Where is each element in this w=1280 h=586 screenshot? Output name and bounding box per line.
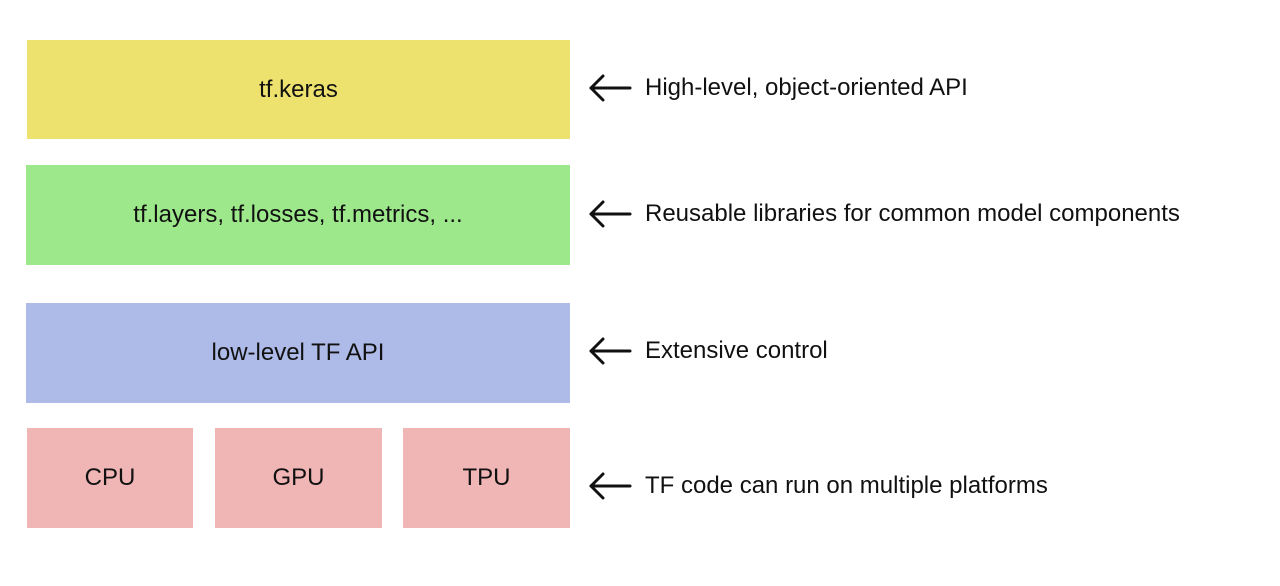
left-arrow-icon — [589, 74, 632, 102]
left-arrow-icon — [589, 337, 632, 365]
annotation-libraries-text: Reusable libraries for common model comp… — [645, 200, 1180, 227]
tpu-label: TPU — [462, 464, 511, 491]
tf-libraries-label: tf.layers, tf.losses, tf.metrics, ... — [133, 201, 463, 228]
annotation-low-level-text: Extensive control — [645, 337, 828, 364]
annotation-keras-text: High-level, object-oriented API — [645, 74, 968, 101]
tf-libraries-layer: tf.layers, tf.losses, tf.metrics, ... — [26, 165, 570, 265]
cpu-box: CPU — [27, 428, 193, 528]
left-arrow-icon — [589, 200, 632, 228]
annotation-keras: High-level, object-oriented API — [588, 68, 968, 108]
annotation-hardware: TF code can run on multiple platforms — [588, 466, 1048, 506]
low-level-api-layer: low-level TF API — [26, 303, 570, 403]
left-arrow-icon — [589, 472, 632, 500]
annotation-hardware-text: TF code can run on multiple platforms — [645, 472, 1048, 499]
tf-keras-layer: tf.keras — [27, 40, 570, 139]
cpu-label: CPU — [84, 464, 136, 491]
annotation-libraries: Reusable libraries for common model comp… — [588, 194, 1180, 234]
gpu-label: GPU — [272, 464, 325, 491]
low-level-api-label: low-level TF API — [211, 339, 385, 366]
annotation-low-level: Extensive control — [588, 331, 828, 371]
tf-keras-label: tf.keras — [259, 75, 338, 103]
gpu-box: GPU — [215, 428, 382, 528]
tpu-box: TPU — [403, 428, 570, 528]
